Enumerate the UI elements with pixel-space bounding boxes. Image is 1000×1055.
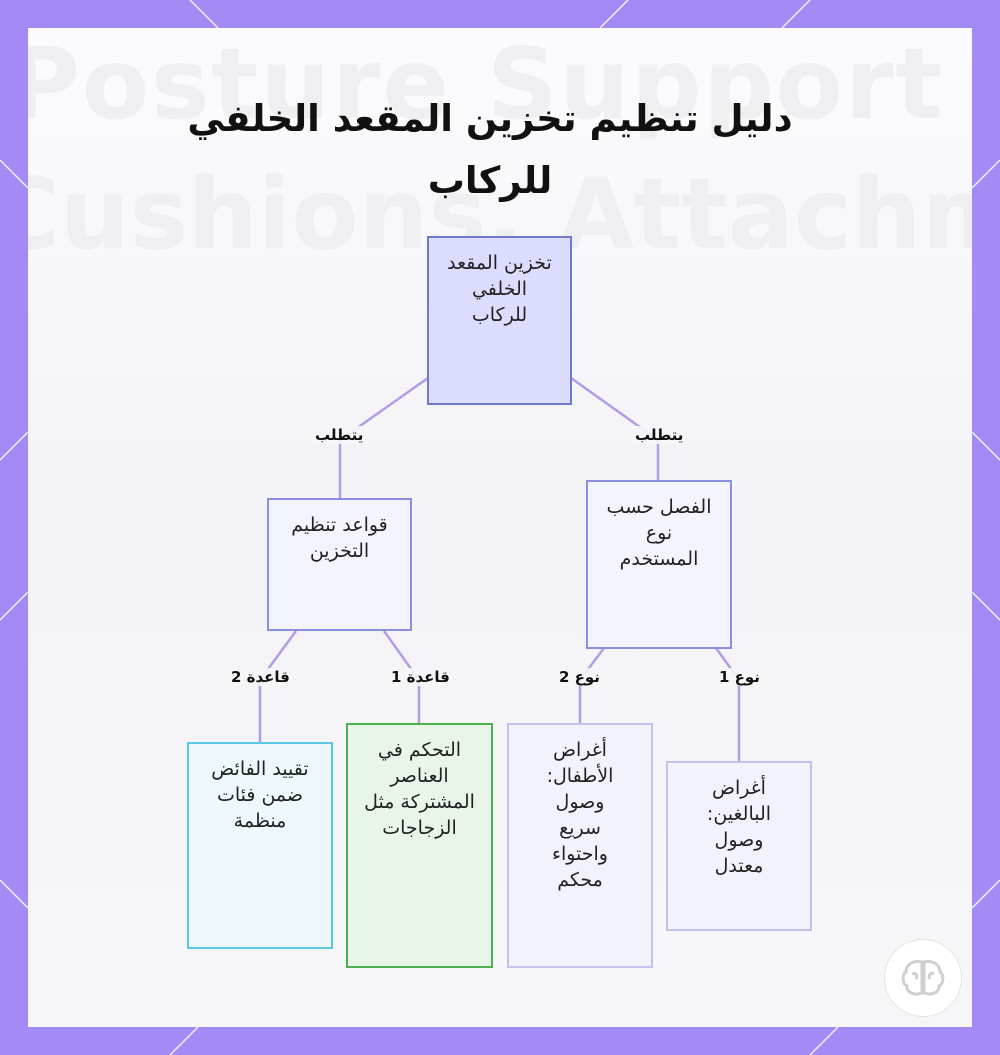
- node-rule-2-label: تقييد الفائض ضمن فئات منظمة: [211, 758, 309, 832]
- edge-label-type2: نوع 2: [556, 668, 603, 686]
- node-type-1-adults: أغراض البالغين: وصول معتدل: [666, 761, 812, 931]
- node-root: تخزين المقعد الخلفي للركاب: [427, 236, 572, 405]
- edge-label-rule2: قاعدة 2: [228, 668, 293, 686]
- edge-label-type1: نوع 1: [716, 668, 763, 686]
- edge-rules-rule2: [258, 630, 298, 742]
- edge-label-requires-right: يتطلب: [632, 426, 687, 444]
- node-storage-rules-label: قواعد تنظيم التخزين: [291, 514, 388, 562]
- node-rule-1-label: التحكم في العناصر المشتركة مثل الزجاجات: [364, 739, 475, 839]
- node-type-2-children: أغراض الأطفال: وصول سريع واحتواء محكم: [507, 723, 653, 968]
- node-root-label: تخزين المقعد الخلفي للركاب: [447, 252, 552, 326]
- brand-logo: [884, 939, 962, 1017]
- node-rule-2-overflow: تقييد الفائض ضمن فئات منظمة: [187, 742, 333, 949]
- node-type-2-label: أغراض الأطفال: وصول سريع واحتواء محكم: [546, 739, 614, 891]
- edge-label-rule1: قاعدة 1: [388, 668, 453, 686]
- node-storage-rules: قواعد تنظيم التخزين: [267, 498, 412, 631]
- edge-separation-type1: [714, 647, 741, 761]
- edge-label-requires-left: يتطلب: [312, 426, 367, 444]
- node-type-1-label: أغراض البالغين: وصول معتدل: [706, 777, 772, 877]
- brain-icon: [901, 960, 945, 996]
- node-rule-1-shared-items: التحكم في العناصر المشتركة مثل الزجاجات: [346, 723, 493, 968]
- node-separation-by-user-label: الفصل حسب نوع المستخدم: [606, 496, 712, 570]
- diagram-title: دليل تنظيم تخزين المقعد الخلفي للركاب: [187, 97, 793, 202]
- node-separation-by-user: الفصل حسب نوع المستخدم: [586, 480, 732, 649]
